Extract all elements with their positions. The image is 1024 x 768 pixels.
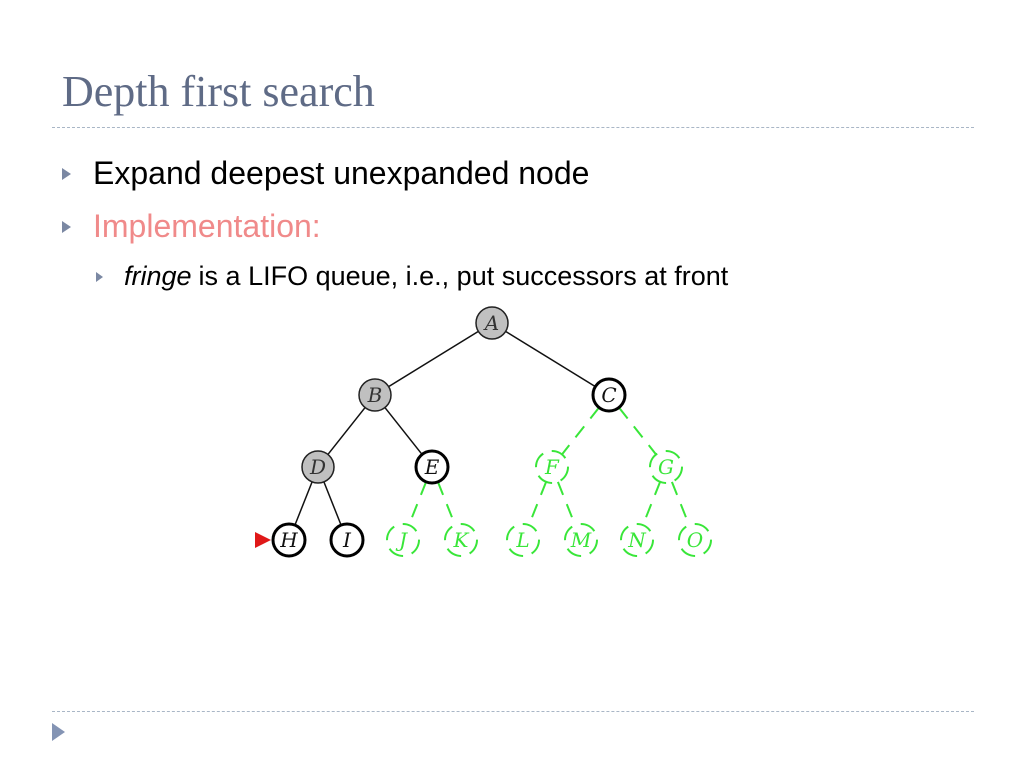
tree-edge-f-l [527, 481, 548, 526]
tree-edge-c-f [561, 406, 600, 456]
tree-node-label: N [627, 528, 647, 552]
tree-edge-d-h [294, 481, 313, 526]
next-slide-icon[interactable] [52, 723, 65, 741]
tree-edge-b-d [327, 407, 366, 455]
bullet-2: Implementation: [62, 208, 321, 245]
tree-node-label: D [309, 455, 326, 479]
bullet-1: Expand deepest unexpanded node [62, 155, 589, 192]
tree-edge-e-k [436, 481, 457, 526]
bullet-arrow-icon [62, 220, 71, 233]
sub-bullet-arrow-icon [96, 271, 103, 282]
tree-node-d: D [301, 450, 335, 484]
tree-edge-a-b [388, 330, 479, 388]
tree-node-label: K [453, 528, 470, 552]
tree-node-j: J [386, 523, 420, 557]
tree-node-label: C [601, 383, 616, 407]
slide-title: Depth first search [62, 67, 375, 116]
bullet-2-text: Implementation: [93, 208, 321, 244]
tree-edge-c-g [618, 406, 657, 456]
tree-node-label: L [515, 528, 529, 552]
tree-edge-e-j [407, 481, 428, 526]
bullet-arrow-icon [62, 167, 71, 180]
tree-node-label: F [544, 455, 560, 479]
tree-node-n: N [620, 523, 654, 557]
tree-node-h: H [271, 522, 307, 558]
bullet-1-text: Expand deepest unexpanded node [93, 155, 590, 191]
tree-edge-f-m [556, 481, 577, 526]
tree-node-b: B [358, 378, 392, 412]
tree-node-label: I [342, 528, 352, 552]
tree-node-o: O [678, 523, 712, 557]
footer-divider [52, 711, 974, 712]
tree-node-l: L [506, 523, 540, 557]
tree-node-c: C [591, 377, 627, 413]
tree-node-label: A [483, 311, 499, 335]
tree-node-e: E [414, 449, 450, 485]
tree-node-a: A [475, 306, 509, 340]
tree-node-label: M [570, 528, 592, 552]
tree-node-m: M [564, 523, 598, 557]
tree-node-label: E [424, 455, 440, 479]
tree-node-label: G [658, 455, 674, 479]
current-node-marker-icon [255, 532, 271, 548]
tree-edge-a-c [505, 330, 596, 388]
tree-node-g: G [649, 450, 683, 484]
tree-node-f: F [535, 450, 569, 484]
tree-node-label: J [395, 528, 408, 552]
tree-edge-d-i [323, 481, 342, 526]
tree-node-label: O [687, 528, 703, 552]
tree-edge-g-n [641, 481, 662, 526]
tree-node-i: I [329, 522, 365, 558]
tree-edge-g-o [670, 481, 691, 526]
sub-bullet-text: is a LIFO queue, i.e., put successors at… [198, 261, 729, 291]
tree-node-k: K [444, 523, 478, 557]
title-divider [52, 127, 974, 128]
tree-edge-b-e [384, 407, 423, 455]
sub-bullet-emphasis: fringe [124, 261, 192, 291]
tree-node-label: H [279, 528, 298, 552]
tree-node-label: B [367, 383, 383, 407]
